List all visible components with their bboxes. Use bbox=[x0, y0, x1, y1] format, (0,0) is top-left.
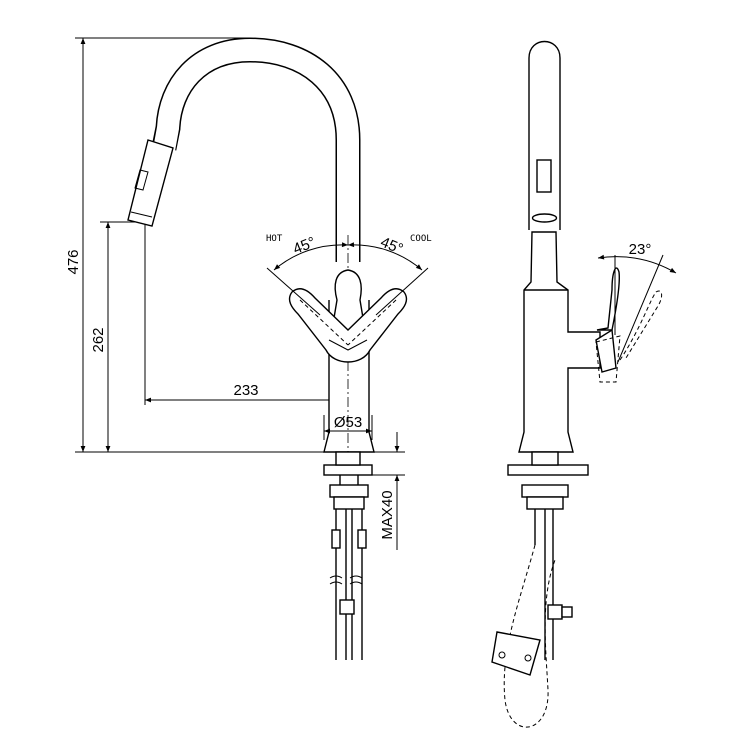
label-spout-height: 262 bbox=[90, 327, 107, 352]
pull-down-spray-head bbox=[127, 139, 174, 227]
label-cool: COOL bbox=[410, 234, 432, 244]
lever-tilt-arc bbox=[597, 254, 677, 274]
pull-out-hose-loop bbox=[503, 544, 556, 728]
handle-neck bbox=[331, 269, 366, 331]
side-spray-button bbox=[536, 159, 552, 193]
front-view: 476 262 233 45° 45° HOT COOL bbox=[65, 37, 432, 660]
spray-face bbox=[531, 213, 558, 223]
label-base-diameter: Ø53 bbox=[334, 414, 362, 431]
side-base-plate bbox=[507, 464, 589, 476]
side-mounting-nut bbox=[521, 484, 569, 498]
label-hot-angle: 45° bbox=[291, 234, 318, 258]
label-max-deck: MAX40 bbox=[379, 490, 396, 539]
hot-angle-arc bbox=[273, 242, 349, 271]
base-plate bbox=[323, 464, 373, 476]
side-supply-hoses bbox=[534, 509, 554, 660]
mounting-nut bbox=[329, 484, 369, 498]
side-lever bbox=[596, 267, 620, 331]
single-lever-handle bbox=[288, 288, 408, 363]
spray-button bbox=[134, 169, 149, 191]
hose-weight bbox=[491, 631, 541, 676]
label-spout-reach: 233 bbox=[233, 382, 258, 399]
hose-connector bbox=[339, 599, 355, 615]
label-cool-angle: 45° bbox=[378, 234, 405, 258]
label-total-height: 476 bbox=[65, 249, 82, 274]
side-view: 23° bbox=[491, 41, 677, 728]
label-lever-tilt: 23° bbox=[629, 241, 652, 258]
side-spout bbox=[528, 41, 561, 230]
side-body bbox=[518, 231, 601, 453]
cool-angle-arc bbox=[347, 242, 423, 271]
label-hot: HOT bbox=[266, 234, 283, 244]
supply-hoses bbox=[335, 509, 363, 660]
tilted-lever-outline bbox=[595, 335, 621, 383]
